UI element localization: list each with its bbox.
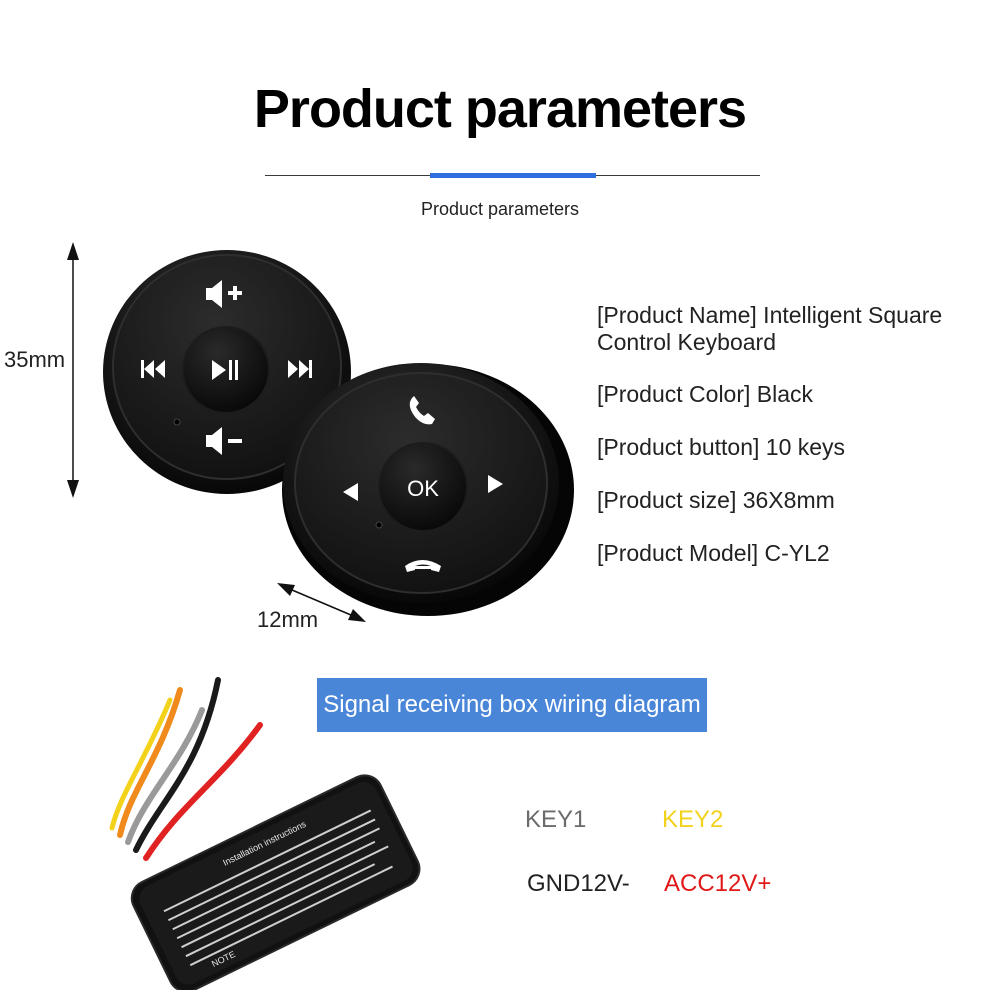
media-remote	[103, 250, 351, 494]
product-illustration: OK	[67, 242, 574, 622]
right-arrow-icon	[488, 475, 503, 493]
wire-label-gnd: GND12V-	[527, 870, 630, 897]
wire-label-key1: KEY1	[525, 806, 587, 833]
spec-product-size: [Product size] 36X8mm	[597, 487, 835, 513]
previous-track-icon	[141, 360, 165, 378]
volume-down-icon	[206, 427, 242, 455]
arrow-up-icon	[67, 242, 79, 260]
phone-answer-icon	[409, 396, 435, 425]
box-instructions-text	[163, 809, 393, 967]
depth-dimension-label: 12mm	[257, 607, 319, 632]
wire-label-key2: KEY2	[662, 806, 724, 833]
spec-product-name: [Product Name] Intelligent Square Contro…	[597, 302, 943, 355]
ok-button-label: OK	[407, 476, 439, 501]
wiring-diagram-banner: Signal receiving box wiring diagram	[317, 678, 707, 732]
next-track-icon	[288, 360, 312, 378]
phone-hangup-icon	[405, 560, 441, 572]
volume-up-icon	[206, 280, 242, 308]
receiver-wires	[109, 677, 263, 861]
page-subtitle: Product parameters	[420, 199, 580, 219]
wire-label-acc: ACC12V+	[664, 870, 772, 897]
depth-dimension-line	[284, 586, 359, 619]
arrow-right-icon	[348, 609, 366, 622]
spec-product-color: [Product Color] Black	[597, 381, 814, 407]
spec-product-model: [Product Model] C-YL2	[597, 540, 830, 566]
phone-remote: OK	[282, 363, 574, 616]
arrow-left-icon	[277, 583, 295, 596]
signal-receiver-box: Installation instructions NOTE	[109, 677, 421, 990]
spec-product-button: [Product button] 10 keys	[597, 434, 846, 460]
height-dimension-label: 35mm	[4, 347, 66, 372]
left-arrow-icon	[343, 483, 358, 501]
title-divider-accent	[430, 173, 596, 178]
page-title: Product parameters	[253, 79, 747, 139]
arrow-down-icon	[67, 480, 79, 498]
play-pause-icon	[212, 360, 238, 380]
